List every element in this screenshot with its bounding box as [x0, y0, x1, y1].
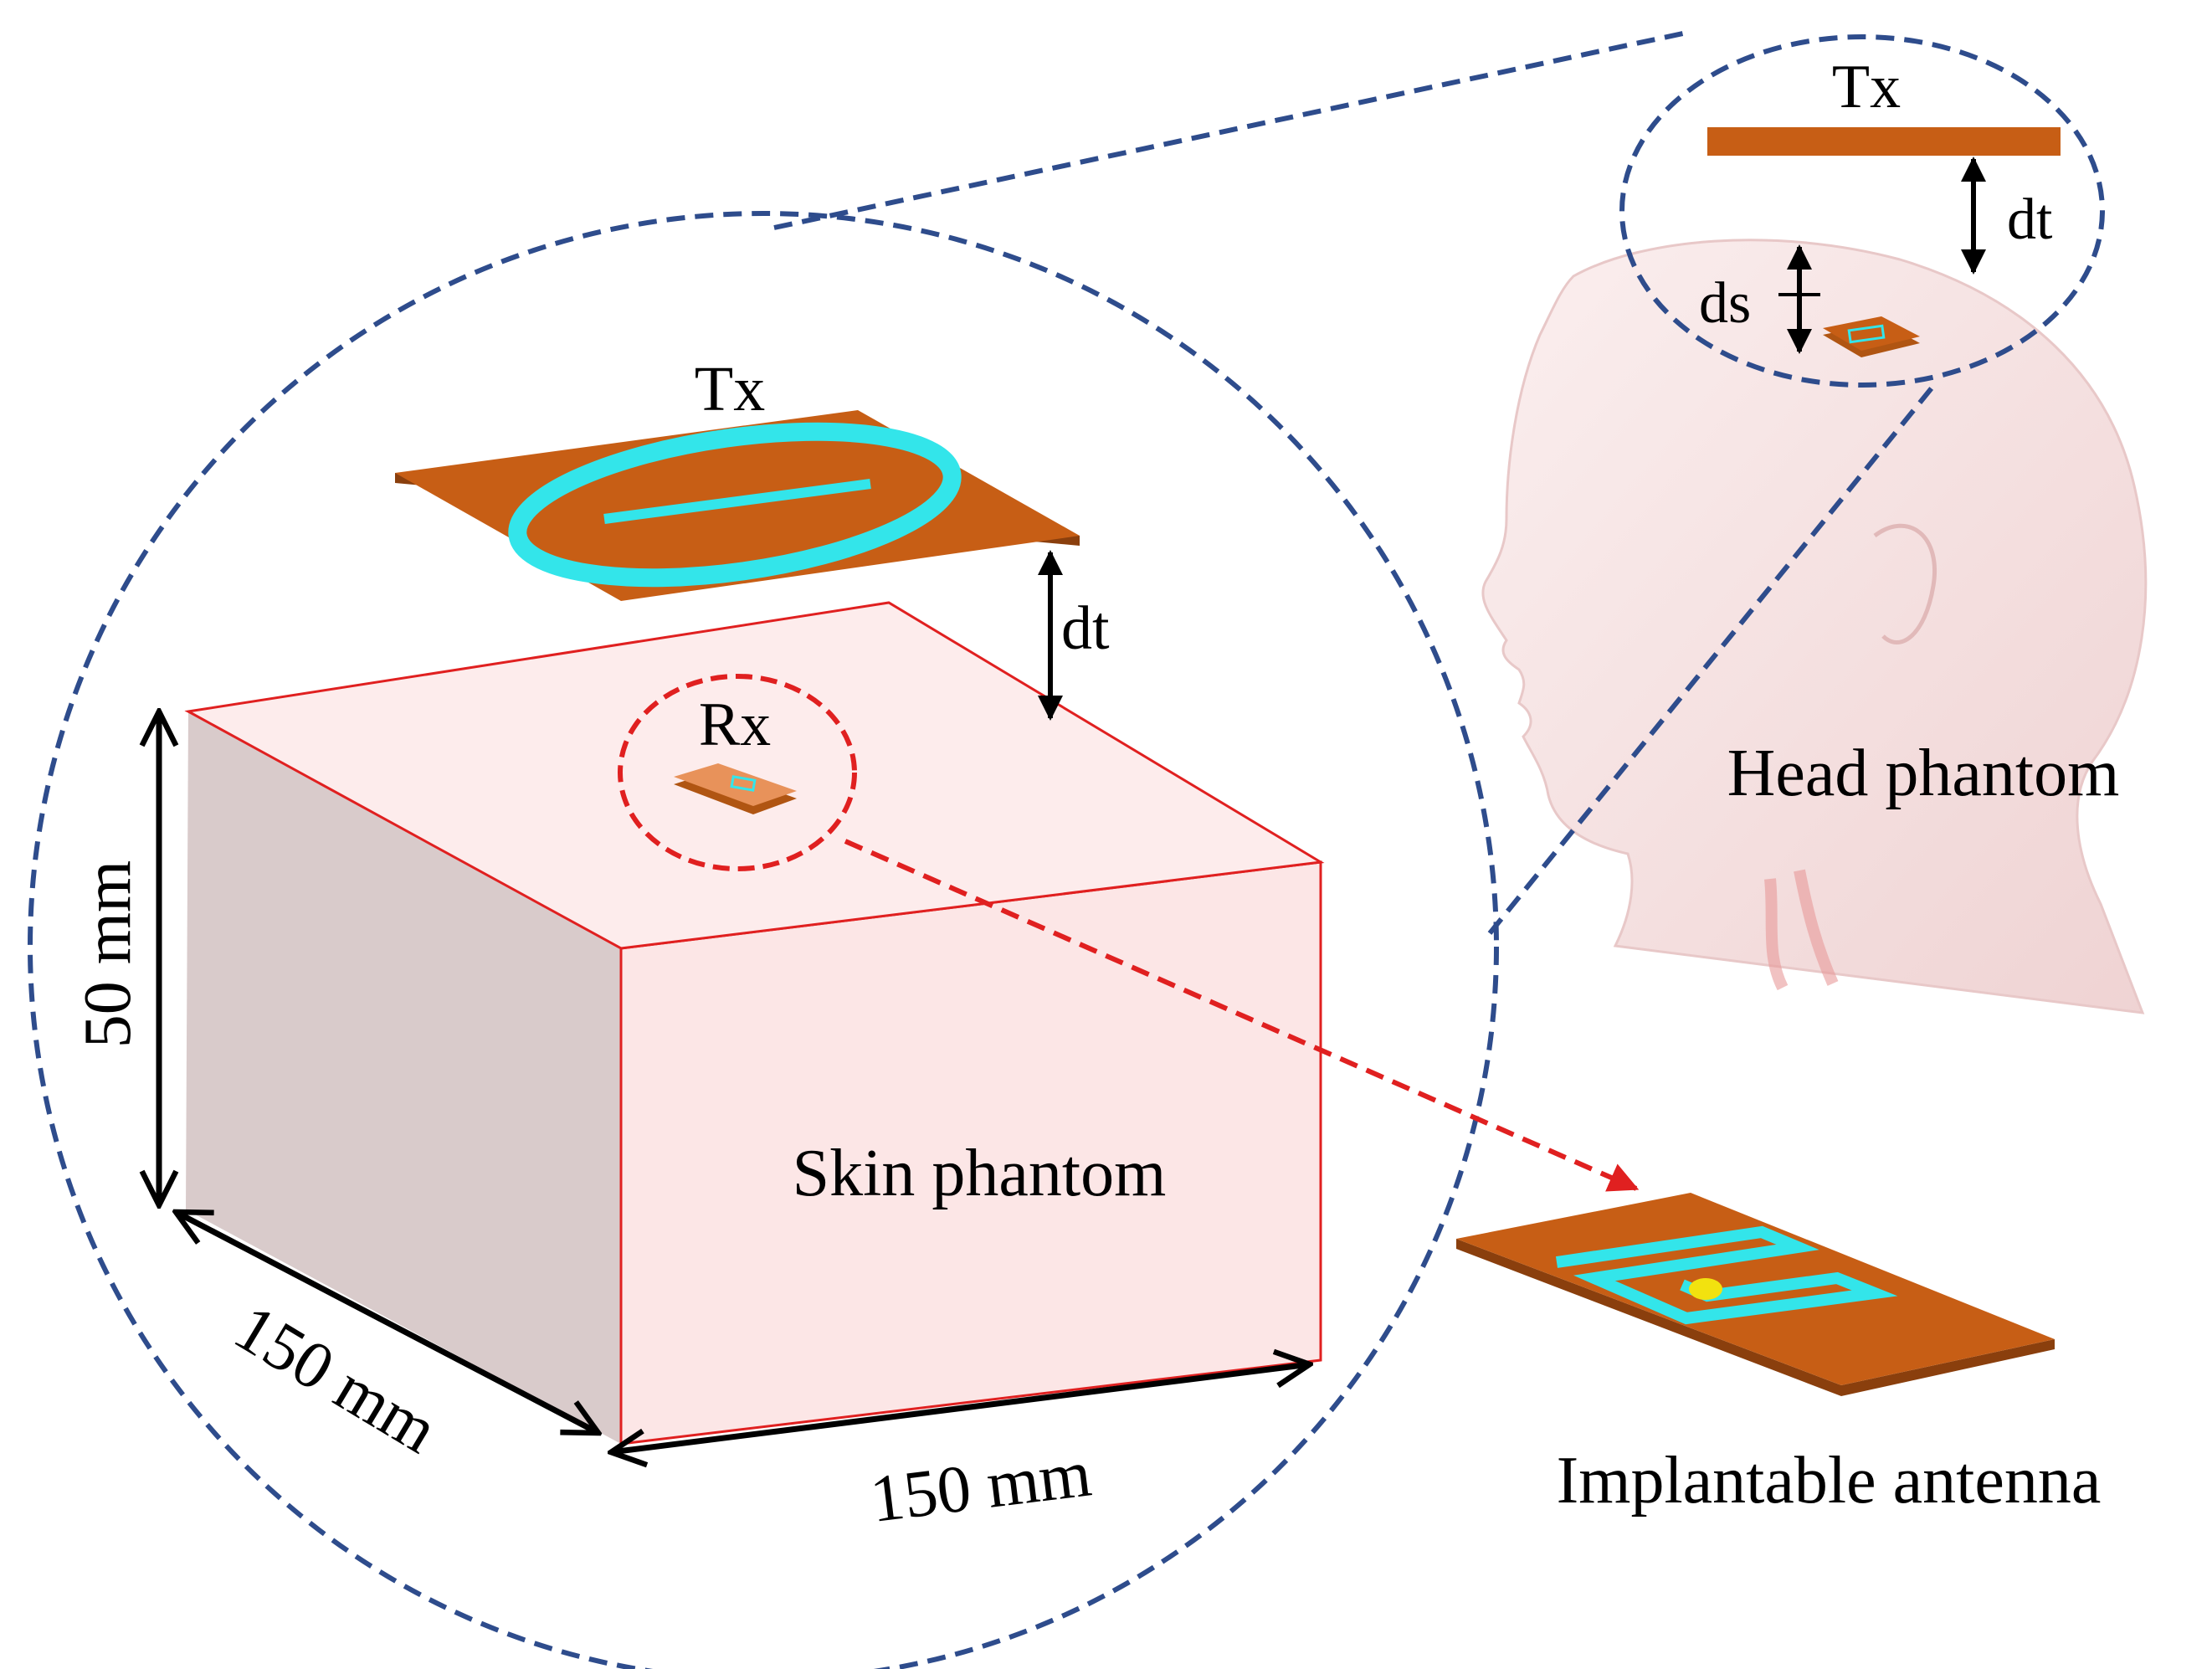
- head-vessels: [1764, 869, 1839, 991]
- rx-label: Rx: [699, 691, 771, 759]
- head-ear: [1873, 523, 1937, 644]
- inset-callout-ellipse: [1619, 34, 2105, 388]
- ds-inset-label: ds: [1699, 271, 1751, 336]
- callout-lines: [773, 29, 1940, 935]
- rx-antenna-small: [674, 763, 797, 814]
- rx-inset-antenna: [1823, 316, 1920, 357]
- tx-antenna: [395, 410, 1080, 601]
- phantom-top-face: [184, 601, 1325, 950]
- head-phantom-label: Head phantom: [1727, 737, 2120, 810]
- width-dimension-arrow: [611, 1364, 1310, 1452]
- tx-main-label: Tx: [695, 354, 765, 424]
- dt-main-label: dt: [1061, 594, 1110, 663]
- implant-feed-point: [1689, 1278, 1722, 1300]
- rx-callout-circle: [618, 674, 857, 871]
- width-label: 150 mm: [866, 1436, 1095, 1537]
- implantable-antenna-label: Implantable antenna: [1557, 1444, 2102, 1518]
- height-label: 50 mm: [71, 860, 145, 1048]
- head-phantom: [1481, 239, 2148, 1014]
- tx-dipole-strip: [603, 479, 871, 524]
- implantable-antenna: [1456, 1193, 2055, 1396]
- head-silhouette: [1481, 239, 2148, 1014]
- skin-phantom-label: Skin phantom: [793, 1137, 1167, 1210]
- dt-inset-label: dt: [2007, 187, 2053, 252]
- tx-inset-bar: [1707, 127, 2061, 156]
- rx-zoom-arrow: [844, 839, 1640, 1192]
- tx-loop-ring: [508, 422, 962, 588]
- implant-meander-trace: [1555, 1225, 1898, 1325]
- tx-inset-label: Tx: [1832, 53, 1901, 121]
- depth-dimension-arrow: [176, 1212, 598, 1433]
- main-callout-circle: [28, 211, 1499, 1669]
